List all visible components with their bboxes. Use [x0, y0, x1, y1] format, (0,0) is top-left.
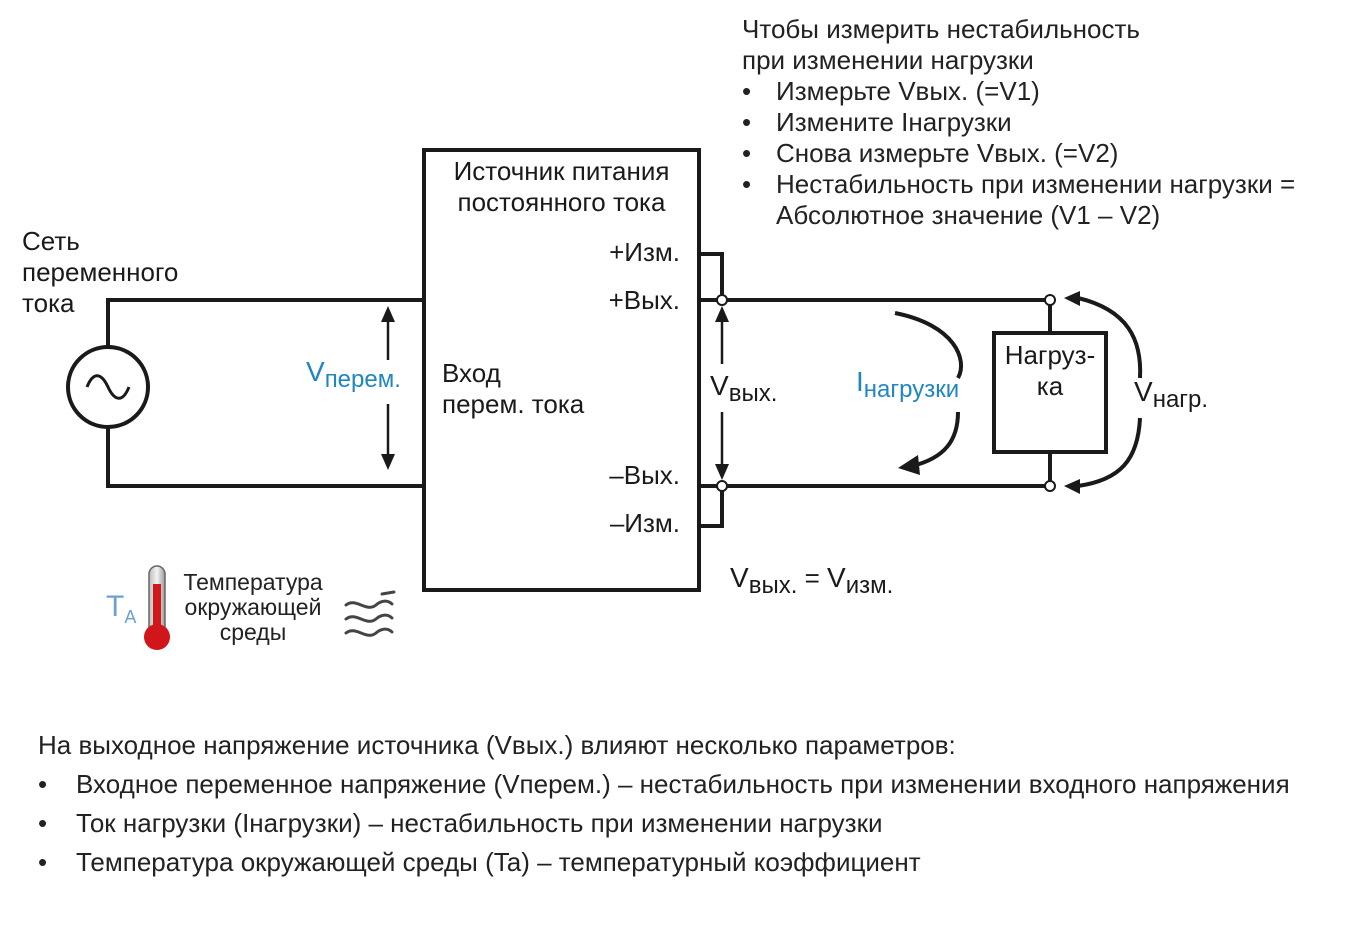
thermometer-icon: [144, 565, 170, 650]
ac-source-label: Сеть переменного тока: [22, 226, 178, 319]
note-step: Измените Iнагрузки: [742, 107, 1295, 138]
load-label: Нагруз- ка: [994, 340, 1106, 402]
i-load-arrow: [894, 311, 964, 468]
terminal-out-minus: –Вых.: [609, 460, 680, 490]
ac-label-line1: Сеть: [22, 226, 80, 256]
v-out-arrow: [715, 306, 729, 480]
psu-title-line2: постоянного тока: [457, 187, 666, 217]
terminal-sense-minus: –Изм.: [609, 508, 680, 538]
v-load-arrowhead-bottom: [1064, 479, 1080, 494]
v-ac-sub: перем.: [324, 366, 401, 393]
load-regulation-note: Чтобы измерить нестабильность при измене…: [742, 14, 1295, 231]
v-out-main: V: [710, 370, 729, 401]
v-out-label: Vвых.: [710, 370, 777, 408]
v-load-main: V: [1134, 376, 1153, 407]
terminal-sense-plus: +Изм.: [609, 237, 680, 267]
ac-label-line3: тока: [22, 288, 75, 318]
ac-label-line2: переменного: [22, 257, 179, 287]
load-box: [992, 331, 1108, 454]
eq-v2: V: [827, 562, 846, 593]
v-load-arrowhead-top: [1064, 291, 1080, 306]
ta-sub: A: [124, 607, 137, 627]
parameter-item: Температура окружающей среды (Ta) – темп…: [38, 843, 1290, 882]
i-load-sub: нагрузки: [863, 376, 960, 403]
ac-sine-source-icon: [66, 345, 150, 429]
psu-box: [422, 148, 701, 592]
psu-title: Источник питания постоянного тока: [424, 156, 699, 218]
air-flow-icon: [344, 590, 396, 637]
note-step4-line2: Абсолютное значение (V1 – V2): [776, 200, 1161, 230]
eq-v1: V: [730, 562, 749, 593]
eq-sign: =: [797, 563, 827, 593]
i-load-main: I: [856, 366, 864, 397]
parameters-list: Входное переменное напряжение (Vперем.) …: [38, 765, 1290, 882]
output-wires: [699, 252, 1052, 528]
i-load-arrowhead: [898, 455, 920, 475]
parameters-note: На выходное напряжение источника (Vвых.)…: [38, 726, 1290, 882]
note-steps: Измерьте Vвых. (=V1) Измените Iнагрузки …: [742, 76, 1295, 231]
v-out-sub: вых.: [728, 380, 778, 407]
eq-sub2: изм.: [845, 572, 894, 599]
parameters-intro: На выходное напряжение источника (Vвых.)…: [38, 730, 956, 760]
v-ac-label: Vперем.: [306, 356, 401, 394]
psu-input-line1: Вход: [442, 358, 501, 388]
load-line1: Нагруз-: [1004, 340, 1096, 370]
ambient-temp-label: Температура окружающей среды: [176, 570, 330, 645]
psu-title-line1: Источник питания: [453, 156, 670, 186]
ac-wires: [106, 298, 424, 488]
load-line2: ка: [1036, 371, 1064, 401]
v-load-arrow: [1077, 296, 1143, 488]
v-ac-arrow: [381, 306, 395, 470]
v-load-sub: нагр.: [1152, 386, 1209, 413]
psu-input-label: Вход перем. тока: [442, 358, 584, 420]
eq-sub1: вых.: [748, 572, 798, 599]
note-step: Измерьте Vвых. (=V1): [742, 76, 1295, 107]
parameter-item: Ток нагрузки (Iнагрузки) – нестабильност…: [38, 804, 1290, 843]
ta-main: T: [106, 590, 125, 623]
note-step: Снова измерьте Vвых. (=V2): [742, 138, 1295, 169]
ambient-line3: среды: [219, 619, 287, 645]
vout-equals-vsense: Vвых. = Vизм.: [730, 562, 893, 600]
ambient-line1: Температура: [183, 569, 323, 595]
v-ac-main: V: [306, 356, 325, 387]
i-load-label: Iнагрузки: [856, 366, 959, 404]
terminal-nodes: [716, 294, 1056, 492]
ta-label: TA: [106, 590, 136, 628]
note-title-line1: Чтобы измерить нестабильность: [742, 14, 1140, 44]
ambient-line2: окружающей: [184, 594, 322, 620]
note-title-line2: при изменении нагрузки: [742, 45, 1034, 75]
note-step4-line1: Нестабильность при изменении нагрузки =: [776, 169, 1296, 199]
v-load-label: Vнагр.: [1134, 376, 1208, 414]
psu-input-line2: перем. тока: [442, 389, 585, 419]
parameter-item: Входное переменное напряжение (Vперем.) …: [38, 765, 1290, 804]
terminal-out-plus: +Вых.: [608, 285, 680, 315]
note-step: Нестабильность при изменении нагрузки =А…: [742, 169, 1295, 231]
